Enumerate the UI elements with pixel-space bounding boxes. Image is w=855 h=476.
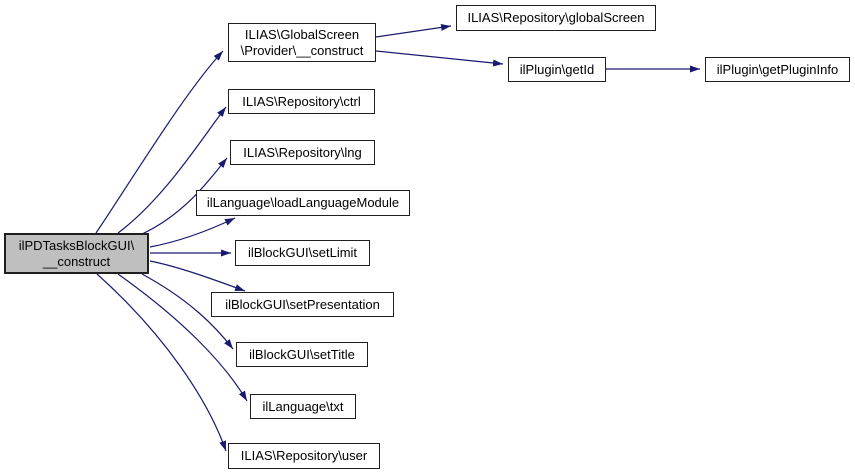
node-label: \Provider\__construct	[240, 42, 364, 58]
node-ilplugin-getid[interactable]: ilPlugin\getId	[508, 57, 606, 82]
node-ilblockgui-setpresentation[interactable]: ilBlockGUI\setPresentation	[211, 292, 394, 317]
node-label: ILIAS\Repository\globalScreen	[467, 10, 645, 25]
edge-provider-getid	[375, 50, 504, 67]
edge-root-provider	[95, 50, 224, 234]
edge-root-settitle	[141, 273, 234, 350]
node-label: ilPDTasksBlockGUI\	[18, 237, 135, 253]
edge-root-user	[96, 273, 227, 452]
node-label: ilBlockGUI\setTitle	[249, 346, 355, 362]
node-label: ilLanguage\txt	[262, 398, 344, 414]
node-label: ILIAS\Repository\user	[240, 448, 368, 463]
node-label: ILIAS\Repository\ctrl	[242, 93, 361, 109]
node-repository-globalscreen[interactable]: ILIAS\Repository\globalScreen	[456, 5, 656, 31]
node-globalscreen-provider-construct[interactable]: ILIAS\GlobalScreen \Provider\__construct	[228, 23, 376, 62]
node-label: ILIAS\Repository\lng	[243, 144, 362, 160]
node-repository-ctrl[interactable]: ILIAS\Repository\ctrl	[228, 89, 375, 114]
edge-root-lng	[141, 157, 228, 235]
edge-root-loadlang	[149, 217, 236, 248]
node-ilblockgui-settitle[interactable]: ilBlockGUI\setTitle	[236, 342, 368, 367]
node-ilblockgui-setlimit[interactable]: ilBlockGUI\setLimit	[235, 240, 370, 266]
node-label: __construct	[42, 253, 111, 269]
edge-root-setpres	[149, 260, 246, 292]
node-label: ilBlockGUI\setLimit	[247, 245, 358, 260]
node-label: ILIAS\GlobalScreen	[244, 26, 360, 42]
node-illanguage-loadlanguagemodule[interactable]: ilLanguage\loadLanguageModule	[196, 190, 410, 216]
node-repository-user[interactable]: ILIAS\Repository\user	[228, 443, 380, 469]
node-repository-lng[interactable]: ILIAS\Repository\lng	[230, 140, 375, 165]
edge-root-txt	[117, 273, 248, 402]
node-label: ilBlockGUI\setPresentation	[225, 296, 380, 312]
node-ilpdtasksblockgui-construct: ilPDTasksBlockGUI\ __construct	[4, 233, 149, 274]
node-label: ilPlugin\getId	[519, 61, 595, 77]
node-ilplugin-getplugininfo[interactable]: ilPlugin\getPluginInfo	[705, 57, 850, 82]
edge-provider-globalscreen	[375, 23, 452, 38]
node-label: ilPlugin\getPluginInfo	[716, 61, 839, 77]
node-illanguage-txt[interactable]: ilLanguage\txt	[250, 394, 356, 419]
edge-root-ctrl	[117, 106, 227, 234]
node-label: ilLanguage\loadLanguageModule	[206, 195, 400, 210]
